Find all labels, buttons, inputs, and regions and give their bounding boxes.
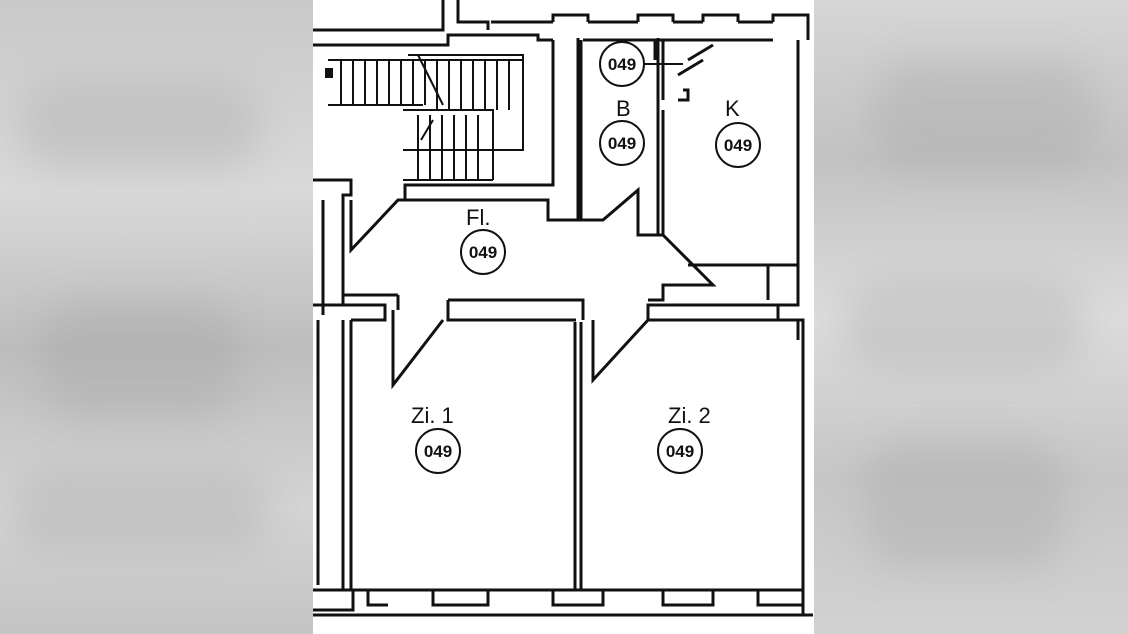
bath-kitchen-walls bbox=[576, 38, 770, 300]
bottom-walls bbox=[313, 588, 813, 617]
room-number-kueche: 049 bbox=[724, 136, 752, 155]
room-label-kueche: K bbox=[725, 96, 740, 121]
room-label-bad: B bbox=[616, 96, 631, 121]
room-label-flur: Fl. bbox=[466, 205, 490, 230]
room-label-zimmer1: Zi. 1 bbox=[411, 403, 454, 428]
room-dividers bbox=[573, 322, 583, 590]
room-label-zimmer2: Zi. 2 bbox=[668, 403, 711, 428]
room-number-schacht: 049 bbox=[608, 55, 636, 74]
hallway-walls bbox=[341, 186, 783, 390]
room-number-circles bbox=[415, 41, 761, 474]
blurred-right-margin bbox=[814, 0, 1128, 634]
room-number-zimmer2: 049 bbox=[666, 442, 694, 461]
room-number-flur: 049 bbox=[469, 243, 497, 262]
room-number-zimmer1: 049 bbox=[424, 442, 452, 461]
stair-marker bbox=[325, 68, 333, 78]
room-number-bad: 049 bbox=[608, 134, 636, 153]
blurred-left-margin bbox=[0, 0, 313, 634]
floor-plan: B 049 K 049 Fl. 049 Zi. 1 049 Zi. 2 049 … bbox=[313, 0, 814, 634]
outer-walls bbox=[313, 0, 810, 615]
staircase bbox=[328, 54, 524, 181]
floor-plan-drawing: B 049 K 049 Fl. 049 Zi. 1 049 Zi. 2 049 … bbox=[313, 0, 813, 617]
